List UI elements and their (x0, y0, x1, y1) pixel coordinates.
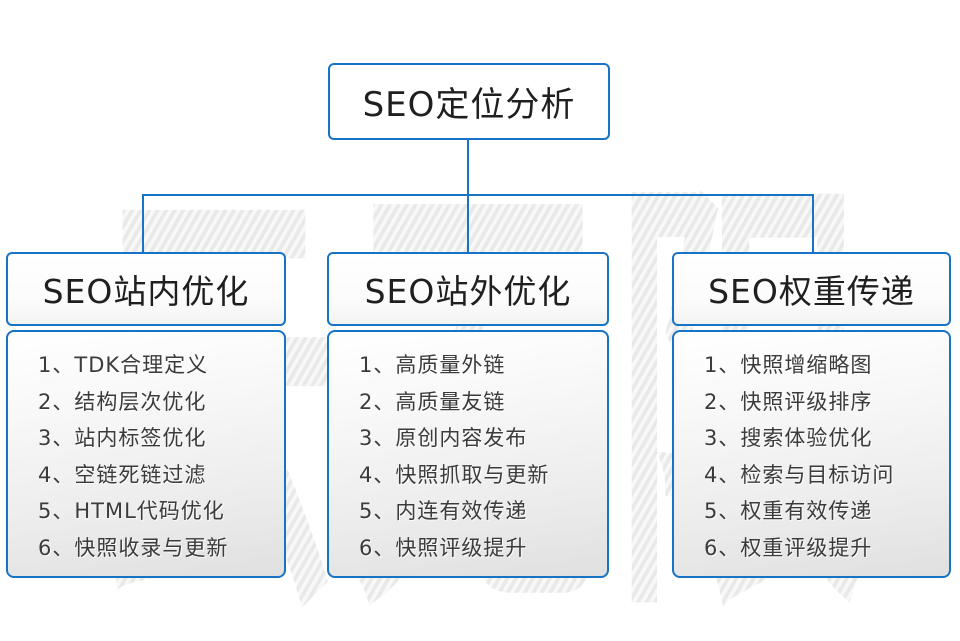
connector-root-drop (467, 139, 469, 196)
root-node-seo-positioning: SEO定位分析 (328, 63, 610, 140)
branch-list-onsite: 1、TDK合理定义 2、结构层次优化 3、站内标签优化 4、空链死链过滤 5、H… (6, 330, 286, 578)
item-list: 1、高质量外链 2、高质量友链 3、原创内容发布 4、快照抓取与更新 5、内连有… (329, 332, 607, 566)
list-item: 1、TDK合理定义 (38, 353, 209, 377)
list-item: 5、权重有效传递 (704, 499, 873, 523)
list-item: 2、快照评级排序 (704, 389, 873, 414)
list-item: 1、快照增缩略图 (704, 353, 873, 377)
list-item: 5、HTML代码优化 (38, 499, 225, 523)
connector-drop-left (142, 194, 144, 254)
list-item: 6、快照评级提升 (359, 535, 528, 560)
list-item: 3、原创内容发布 (359, 426, 528, 450)
list-item: 3、搜索体验优化 (704, 426, 873, 450)
connector-drop-right (812, 194, 814, 254)
branch-title-offsite: SEO站外优化 (327, 252, 609, 326)
connector-horizontal (142, 194, 814, 196)
list-item: 2、结构层次优化 (38, 389, 207, 414)
connector-drop-middle (467, 194, 469, 254)
list-item: 6、权重评级提升 (704, 535, 873, 560)
list-item: 4、空链死链过滤 (38, 462, 207, 487)
branch-list-weight-transfer: 1、快照增缩略图 2、快照评级排序 3、搜索体验优化 4、检索与目标访问 5、权… (672, 330, 951, 578)
list-item: 4、快照抓取与更新 (359, 462, 550, 487)
list-item: 2、高质量友链 (359, 389, 506, 414)
branch-title-weight-transfer: SEO权重传递 (672, 252, 951, 326)
list-item: 1、高质量外链 (359, 353, 506, 377)
list-item: 4、检索与目标访问 (704, 462, 895, 487)
list-item: 6、快照收录与更新 (38, 535, 229, 560)
item-list: 1、TDK合理定义 2、结构层次优化 3、站内标签优化 4、空链死链过滤 5、H… (8, 332, 284, 566)
branch-title-onsite: SEO站内优化 (6, 252, 286, 326)
item-list: 1、快照增缩略图 2、快照评级排序 3、搜索体验优化 4、检索与目标访问 5、权… (674, 332, 949, 566)
list-item: 3、站内标签优化 (38, 426, 207, 450)
list-item: 5、内连有效传递 (359, 499, 528, 523)
branch-list-offsite: 1、高质量外链 2、高质量友链 3、原创内容发布 4、快照抓取与更新 5、内连有… (327, 330, 609, 578)
